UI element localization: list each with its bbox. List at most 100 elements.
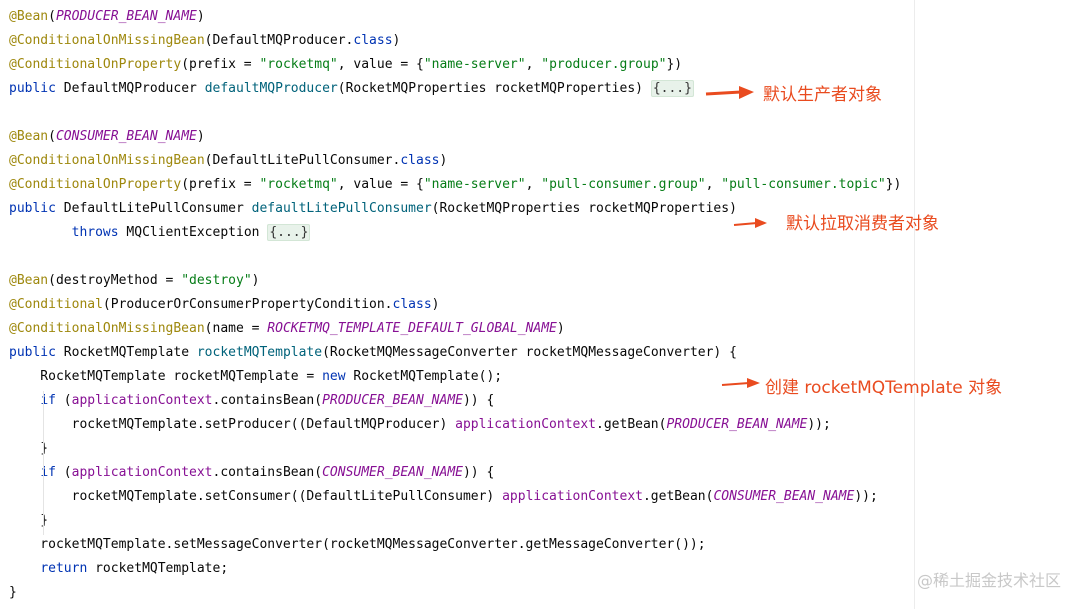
code-token: ROCKETMQ_TEMPLATE_DEFAULT_GLOBAL_NAME — [267, 321, 557, 336]
code-token: ) — [392, 33, 401, 48]
code-line[interactable]: @ConditionalOnProperty(prefix = "rocketm… — [9, 53, 901, 77]
watermark: @稀土掘金技术社区 — [916, 571, 1061, 590]
code-token: } — [9, 513, 49, 528]
code-token: "rocketmq" — [259, 57, 338, 72]
code-line[interactable]: RocketMQTemplate rocketMQTemplate = new … — [9, 365, 901, 389]
code-token: (RocketMQProperties rocketMQProperties) — [431, 201, 737, 216]
code-line[interactable]: rocketMQTemplate.setProducer((DefaultMQP… — [9, 413, 901, 437]
code-token: CONSUMER_BEAN_NAME — [55, 129, 197, 144]
code-line[interactable]: rocketMQTemplate.setMessageConverter(roc… — [9, 533, 901, 557]
code-line[interactable]: public DefaultMQProducer defaultMQProduc… — [9, 77, 901, 101]
code-line[interactable]: @Conditional(ProducerOrConsumerPropertyC… — [9, 293, 901, 317]
code-editor[interactable]: @Bean(PRODUCER_BEAN_NAME)@ConditionalOnM… — [0, 0, 914, 609]
code-token: @ConditionalOnProperty — [9, 57, 182, 72]
code-token — [9, 393, 40, 408]
code-token: (prefix = — [181, 57, 260, 72]
code-token: new — [322, 369, 346, 384]
code-token: .getBean( — [642, 489, 714, 504]
code-token: )); — [807, 417, 831, 432]
code-line[interactable]: @Bean(PRODUCER_BEAN_NAME) — [9, 5, 901, 29]
code-token: .containsBean( — [212, 465, 323, 480]
code-token: "name-server" — [423, 57, 526, 72]
code-line[interactable]: if (applicationContext.containsBean(PROD… — [9, 389, 901, 413]
code-token: rocketMQTemplate.setConsumer((DefaultLit… — [9, 489, 503, 504]
code-token: rocketMQTemplate — [196, 345, 323, 360]
code-token: "producer.group" — [541, 57, 667, 72]
code-token: , — [705, 177, 722, 192]
code-token: CONSUMER_BEAN_NAME — [713, 489, 855, 504]
code-token: ( — [48, 9, 56, 24]
code-token: MQClientException — [118, 225, 268, 240]
code-line[interactable]: } — [9, 509, 901, 533]
code-line[interactable]: @ConditionalOnMissingBean(DefaultLitePul… — [9, 149, 901, 173]
pull-consumer-callout: 默认拉取消费者对象 — [733, 209, 939, 234]
code-line[interactable]: } — [9, 437, 901, 461]
code-token: "name-server" — [423, 177, 526, 192]
code-line[interactable]: @Bean(destroyMethod = "destroy") — [9, 269, 901, 293]
code-line[interactable]: public DefaultLitePullConsumer defaultLi… — [9, 197, 901, 221]
code-token: ) — [196, 9, 205, 24]
code-token: } — [9, 441, 49, 456]
code-token: applicationContext — [71, 393, 213, 408]
code-token: RocketMQTemplate rocketMQTemplate = — [9, 369, 323, 384]
code-token: DefaultLitePullConsumer — [55, 201, 252, 216]
code-token: , — [525, 57, 542, 72]
code-token: , value = { — [337, 57, 424, 72]
indent-guide — [43, 391, 44, 535]
code-token: class — [392, 297, 432, 312]
code-token: } — [9, 585, 17, 600]
code-line[interactable]: @ConditionalOnMissingBean(name = ROCKETM… — [9, 317, 901, 341]
code-token: )) { — [462, 465, 495, 480]
code-token: .containsBean( — [212, 393, 323, 408]
code-token: , value = { — [337, 177, 424, 192]
folded-code-region[interactable]: {...} — [650, 80, 694, 97]
code-token: }) — [885, 177, 902, 192]
code-token: ( — [55, 465, 72, 480]
code-token: PRODUCER_BEAN_NAME — [666, 417, 808, 432]
code-token: "rocketmq" — [259, 177, 338, 192]
pull-consumer-callout-label: 默认拉取消费者对象 — [786, 214, 939, 234]
code-token: public — [9, 81, 56, 96]
code-token: ( — [55, 393, 72, 408]
code-token: applicationContext — [502, 489, 643, 504]
code-line[interactable]: @ConditionalOnMissingBean(DefaultMQProdu… — [9, 29, 901, 53]
code-line[interactable]: @Bean(CONSUMER_BEAN_NAME) — [9, 125, 901, 149]
template-callout-label: 创建 rocketMQTemplate 对象 — [765, 378, 1003, 398]
code-token: "destroy" — [181, 273, 252, 288]
code-token: ) — [431, 297, 440, 312]
code-token: "pull-consumer.topic" — [721, 177, 886, 192]
code-token: throws — [71, 225, 119, 240]
code-line[interactable]: if (applicationContext.containsBean(CONS… — [9, 461, 901, 485]
code-line[interactable]: public RocketMQTemplate rocketMQTemplate… — [9, 341, 901, 365]
code-line[interactable]: } — [9, 581, 901, 605]
code-line[interactable]: throws MQClientException {...} — [9, 221, 901, 245]
code-token: CONSUMER_BEAN_NAME — [322, 465, 463, 480]
code-token — [9, 465, 40, 480]
code-token: RocketMQTemplate — [55, 345, 197, 360]
code-token: @Conditional — [9, 297, 103, 312]
code-token: , — [525, 177, 542, 192]
code-token: if — [40, 393, 56, 408]
producer-callout: 默认生产者对象 — [705, 80, 882, 105]
code-line[interactable]: return rocketMQTemplate; — [9, 557, 901, 581]
code-token: rocketMQTemplate; — [87, 561, 229, 576]
folded-code-region[interactable]: {...} — [267, 224, 311, 241]
code-line[interactable]: @ConditionalOnProperty(prefix = "rocketm… — [9, 173, 901, 197]
code-token: @ConditionalOnMissingBean — [9, 33, 205, 48]
code-block[interactable]: @Bean(PRODUCER_BEAN_NAME)@ConditionalOnM… — [9, 5, 901, 605]
code-line[interactable]: rocketMQTemplate.setConsumer((DefaultLit… — [9, 485, 901, 509]
code-token: rocketMQTemplate.setProducer((DefaultMQP… — [9, 417, 456, 432]
code-token: PRODUCER_BEAN_NAME — [55, 9, 197, 24]
code-token — [9, 561, 40, 576]
code-token: ) — [251, 273, 260, 288]
code-token — [9, 225, 72, 240]
code-token: @ConditionalOnProperty — [9, 177, 182, 192]
code-line[interactable] — [9, 245, 901, 269]
code-token: return — [40, 561, 88, 576]
code-token: applicationContext — [455, 417, 597, 432]
code-token: class — [400, 153, 440, 168]
code-token: @ConditionalOnMissingBean — [9, 153, 205, 168]
code-token: (destroyMethod = — [48, 273, 182, 288]
code-token: PRODUCER_BEAN_NAME — [322, 393, 463, 408]
code-token: ) — [556, 321, 565, 336]
